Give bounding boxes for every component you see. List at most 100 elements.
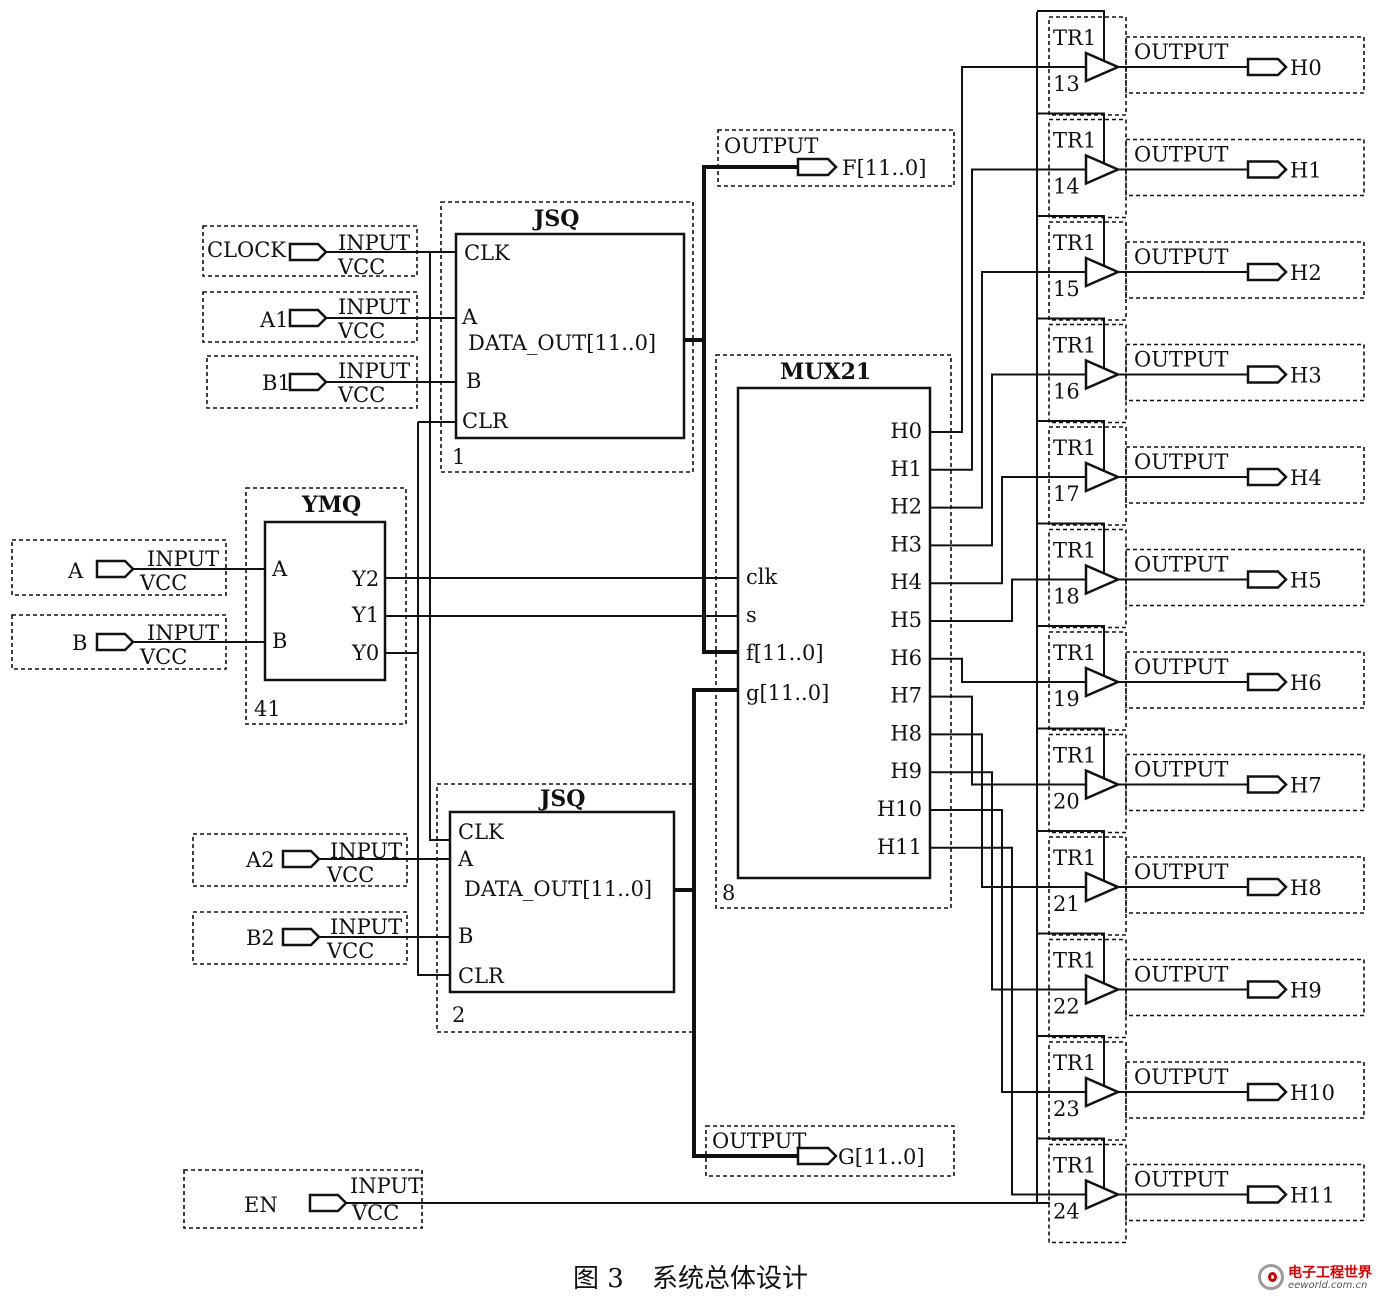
input-name: CLOCK: [207, 238, 286, 262]
signal-wire: [930, 809, 1086, 1093]
vcc-label: VCC: [337, 319, 385, 343]
pin-label: g[11..0]: [746, 681, 829, 705]
output-label: OUTPUT: [1134, 655, 1228, 679]
output-name: H5: [1290, 569, 1322, 593]
logo-icon: [1258, 1264, 1284, 1290]
vcc-label: VCC: [139, 571, 187, 595]
output-label: OUTPUT: [1134, 245, 1228, 269]
output-port-label: DATA_OUT[11..0]: [464, 877, 652, 901]
pin-label: B: [272, 629, 287, 653]
signal-wire: [930, 695, 1086, 786]
pin-label: s: [746, 603, 757, 627]
buffer-type: TR1: [1053, 26, 1096, 50]
input-name: A1: [259, 308, 289, 332]
pin-label: H7: [890, 684, 922, 708]
buffer-type: TR1: [1053, 949, 1096, 973]
block-title: MUX21: [780, 359, 871, 385]
output-name: H0: [1290, 56, 1322, 80]
output-label: OUTPUT: [724, 134, 818, 158]
block-title: JSQ: [538, 786, 585, 812]
signal-wire: [930, 578, 1086, 622]
output-name: H6: [1290, 671, 1322, 695]
schematic-diagram: CLOCK INPUT VCC A1 INPUT VCC B1 INPUT VC…: [11, 10, 1365, 1244]
tristate-buffers: TR113OUTPUTH0TR114OUTPUTH1TR115OUTPUTH2T…: [1037, 10, 1365, 1244]
jsq-block-1: JSQ CLK A B CLR DATA_OUT[11..0] 1: [440, 201, 694, 473]
output-label: OUTPUT: [1134, 348, 1228, 372]
pin-label: H2: [890, 495, 922, 519]
input-label: INPUT: [147, 547, 219, 571]
buffer-type: TR1: [1053, 129, 1096, 153]
pin-label: CLR: [462, 409, 509, 433]
vcc-label: VCC: [326, 939, 374, 963]
output-name: H7: [1290, 774, 1322, 798]
pin-label: H8: [890, 721, 922, 745]
pin-label: Y1: [351, 603, 379, 627]
input-pin-a1: A1 INPUT VCC: [202, 291, 456, 343]
signal-wire: [930, 846, 1086, 1196]
pin-label: A: [271, 557, 288, 581]
output-name: G[11..0]: [838, 1145, 925, 1169]
pin-label: f[11..0]: [746, 641, 824, 665]
pin-label: B: [466, 369, 481, 393]
block-id: 8: [722, 881, 735, 905]
signal-wire: [930, 476, 1086, 585]
pin-label: CLR: [458, 964, 505, 988]
buffer-id: 20: [1053, 790, 1080, 814]
block-id: 1: [452, 445, 465, 469]
wires: [385, 12, 1038, 1203]
input-pin-b2: B2 INPUT VCC: [192, 911, 450, 965]
vcc-label: VCC: [326, 863, 374, 887]
buffer-id: 18: [1053, 585, 1080, 609]
pin-label: H10: [877, 797, 922, 821]
pin-label: A: [461, 305, 478, 329]
pin-label: H0: [890, 419, 922, 443]
output-label: OUTPUT: [1134, 1065, 1228, 1089]
eeworld-logo: 电子工程世界 eeworld.com.cn: [1258, 1262, 1376, 1298]
figure-title: 系统总体设计: [652, 1264, 809, 1294]
pin-label: H11: [877, 835, 922, 859]
buffer-type: TR1: [1053, 231, 1096, 255]
buffer-type: TR1: [1053, 334, 1096, 358]
input-name: B2: [246, 926, 275, 950]
input-pin-b: B INPUT VCC: [11, 614, 265, 670]
output-label: OUTPUT: [1134, 553, 1228, 577]
output-name: H11: [1290, 1184, 1335, 1208]
input-label: INPUT: [330, 915, 402, 939]
jsq-block-2: JSQ CLK A B CLR DATA_OUT[11..0] 2: [436, 783, 694, 1033]
signal-wire: [930, 657, 1086, 683]
buffer-id: 14: [1053, 175, 1080, 199]
input-label: INPUT: [338, 295, 410, 319]
logo-site: eeworld.com.cn: [1288, 1280, 1368, 1291]
input-label: INPUT: [350, 1174, 422, 1198]
buffer-type: TR1: [1053, 1051, 1096, 1075]
buffer-id: 15: [1053, 277, 1080, 301]
buffer-type: TR1: [1053, 641, 1096, 665]
output-port-label: DATA_OUT[11..0]: [468, 331, 656, 355]
input-name: B1: [262, 371, 291, 395]
signal-wire: [930, 373, 1086, 547]
input-name: EN: [244, 1193, 278, 1217]
mux-to-buffer-routes: [930, 66, 1086, 1196]
vcc-label: VCC: [139, 645, 187, 669]
mux21-block: MUX21 clk s f[11..0] g[11..0] H0H1H2H3H4…: [715, 354, 952, 909]
vcc-label: VCC: [337, 255, 385, 279]
ymq-block: YMQ A B Y2 Y1 Y0 41: [245, 487, 407, 725]
block-title: YMQ: [301, 492, 361, 518]
buffer-type: TR1: [1053, 539, 1096, 563]
output-name: H2: [1290, 261, 1322, 285]
pin-label: H5: [890, 608, 922, 632]
buffer-id: 13: [1053, 72, 1080, 96]
pin-label: H6: [890, 646, 922, 670]
output-label: OUTPUT: [1134, 450, 1228, 474]
output-label: OUTPUT: [1134, 963, 1228, 987]
